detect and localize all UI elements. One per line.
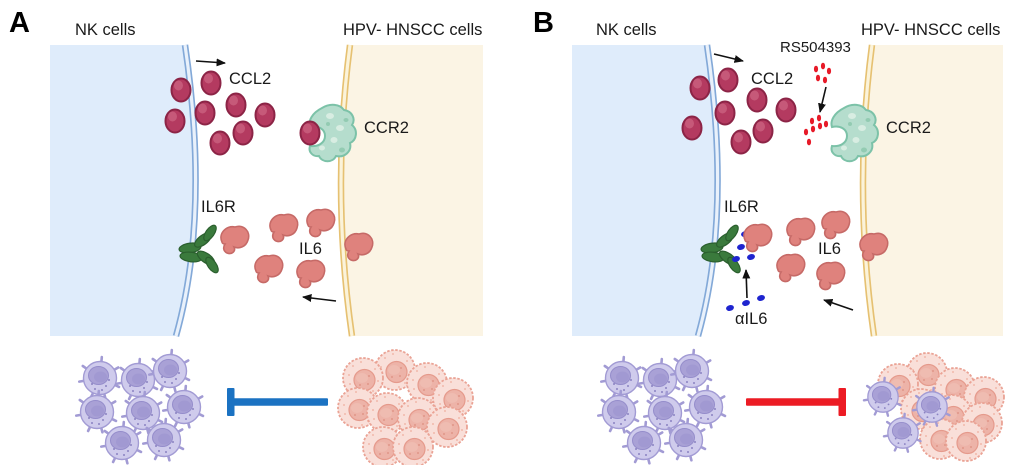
ccl2-label-b: CCL2 [751, 70, 794, 88]
tumor-cell-cluster [337, 349, 474, 465]
nk-cell-region [572, 45, 718, 336]
il6-label-b: IL6 [818, 240, 841, 258]
tumor-cell-cluster-infiltrated [862, 352, 1005, 462]
inhibition-bar-a [227, 388, 328, 416]
rs504393-arrow [818, 86, 827, 113]
rs504393-dots-upper [813, 62, 832, 84]
panel-a-diagram [50, 44, 483, 465]
ccl2-bound-molecule [299, 120, 321, 146]
ccl2-secretion-arrow [713, 53, 744, 63]
ccl2-secretion-arrow [195, 58, 226, 67]
il6-secretion-arrow [823, 298, 854, 311]
il6r-label-a: IL6R [201, 198, 236, 216]
il6r-label-b: IL6R [724, 198, 759, 216]
hnscc-cell-membrane [859, 44, 878, 337]
il6-secretion-arrow [302, 294, 337, 302]
inhibition-bar-b [746, 388, 846, 416]
hnscc-cells-label-b: HPV- HNSCC cells [861, 21, 1001, 39]
hnscc-cells-label-a: HPV- HNSCC cells [343, 21, 483, 39]
rs504393-dots-blocking [803, 114, 829, 146]
hnscc-cell-region [340, 45, 483, 336]
hnscc-cell-region [862, 45, 1003, 336]
il6-label-a: IL6 [299, 240, 322, 258]
nk-cell-cluster [596, 348, 727, 465]
nk-cell-cluster [75, 348, 205, 465]
rs504393-label: RS504393 [780, 39, 851, 56]
ccr2-label-b: CCR2 [886, 119, 931, 137]
ccl2-label-a: CCL2 [229, 70, 272, 88]
nk-cell-membrane [694, 44, 721, 337]
nk-cells-label-b: NK cells [596, 21, 657, 39]
ccr2-label-a: CCR2 [364, 119, 409, 137]
hnscc-cell-membrane [337, 44, 356, 337]
panel-b-diagram [572, 44, 1005, 465]
nk-cell-region [50, 45, 196, 336]
panel-a-letter: A [9, 7, 30, 39]
ail6-arrow [742, 269, 751, 299]
ail6-label: αIL6 [735, 310, 768, 328]
panel-b-letter: B [533, 7, 554, 39]
nk-cells-label-a: NK cells [75, 21, 136, 39]
